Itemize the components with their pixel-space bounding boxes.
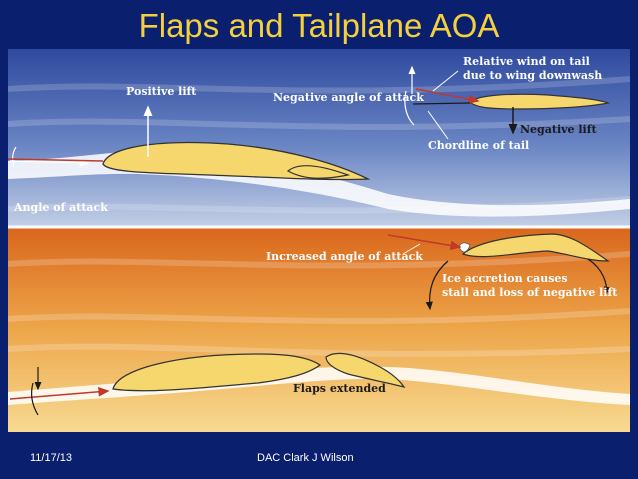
- tail-airfoil-top: [469, 93, 611, 110]
- bottom-airflow-lines: [8, 251, 630, 357]
- relative-wind-label-line1: Relative wind on tail: [463, 55, 590, 68]
- wing-flap-extended: [325, 352, 406, 388]
- bottom-airflow-band: [8, 366, 630, 405]
- stall-flow-arrow-left: [425, 260, 449, 311]
- footer-author: DAC Clark J Wilson: [257, 452, 354, 464]
- bottom-aoa-arc: [31, 382, 39, 416]
- ice-accretion-label-line2: stall and loss of negative lift: [442, 286, 618, 299]
- tail-aoa-arc: [404, 90, 415, 126]
- stall-flow-arrow-right: [587, 258, 611, 296]
- slide-title: Flaps and Tailplane AOA: [138, 7, 500, 44]
- negative-aoa-label: Negative angle of attack: [273, 91, 424, 104]
- ice-accretion-label-line1: Ice accretion causes: [442, 272, 568, 285]
- tail-chord-line: [412, 102, 471, 105]
- relative-wind-label-line2: due to wing downwash: [463, 69, 602, 82]
- aoa-pointer-bottom: [402, 243, 421, 255]
- increased-aoa-arrow: [387, 234, 462, 251]
- bottom-panel-bg: [8, 227, 630, 432]
- wing-flap-top: [286, 165, 351, 179]
- bottom-relative-wind-arrow: [9, 386, 110, 400]
- angle-of-attack-label: Angle of attack: [13, 201, 108, 214]
- tail-relative-wind-arrow: [415, 88, 480, 104]
- footer-date: 11/17/13: [30, 452, 73, 464]
- flaps-tailplane-diagram: Positive lift Angle of attack Negative l…: [8, 49, 630, 432]
- top-panel-bg: [8, 49, 630, 227]
- wing-airfoil-bottom: [112, 353, 322, 392]
- tail-airfoil-iced: [459, 233, 610, 262]
- increased-aoa-label: Increased angle of attack: [266, 250, 423, 263]
- relative-wind-pointer: [432, 70, 459, 92]
- wing-relative-wind-arrow: [9, 158, 90, 167]
- negative-lift-label: Negative lift: [520, 123, 597, 136]
- wing-chord-line: [8, 158, 104, 162]
- chordline-pointer: [427, 110, 449, 140]
- wing-aoa-arc: [12, 146, 17, 168]
- flaps-extended-label: Flaps extended: [293, 382, 386, 395]
- chordline-of-tail-label: Chordline of tail: [428, 139, 529, 152]
- positive-lift-label: Positive lift: [126, 85, 197, 98]
